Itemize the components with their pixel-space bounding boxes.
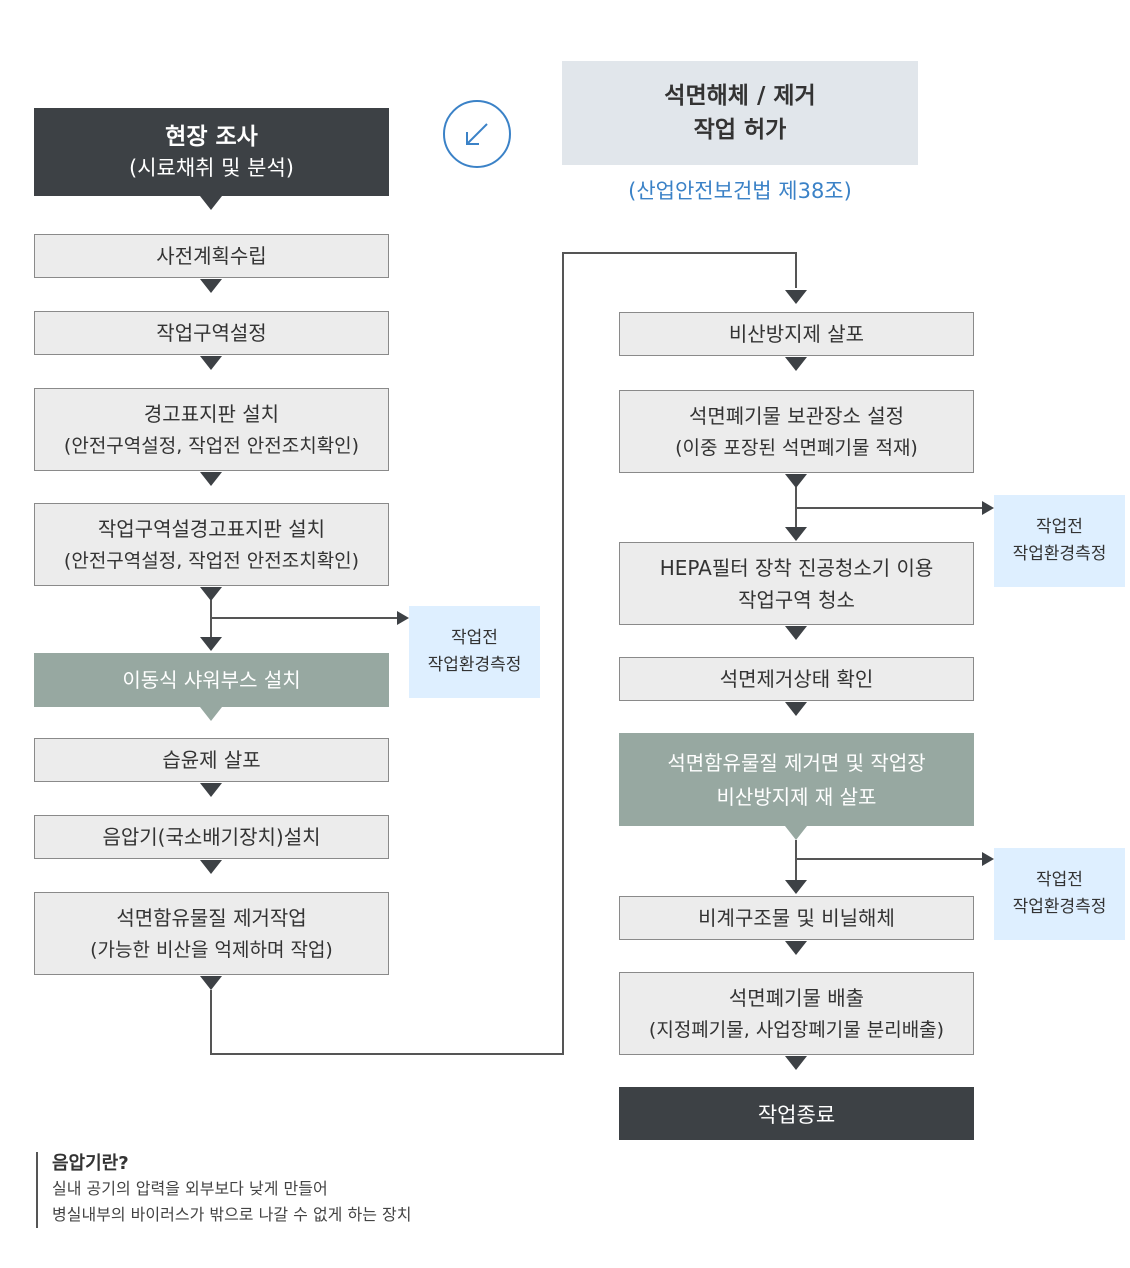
arrow-down-icon	[785, 527, 807, 541]
step-waste-discharge-line1: 석면폐기물 배출	[728, 985, 865, 1010]
step-respray-line1: 석면함유물질 제거면 및 작업장	[667, 750, 926, 775]
step-plan-label: 사전계획수립	[156, 244, 267, 268]
arrow-down-icon	[785, 880, 807, 894]
step-waste-discharge: 석면폐기물 배출 (지정폐기물, 사업장폐기물 분리배출)	[619, 972, 974, 1055]
arrow-down-icon	[785, 290, 807, 304]
legend-line1: 실내 공기의 압력을 외부보다 낮게 만들어	[52, 1179, 328, 1198]
step-zone-label: 작업구역설정	[156, 321, 267, 345]
note-measurement-3-line1: 작업전	[1036, 870, 1083, 890]
step-zone-warning-sign-line1: 작업구역설경고표지판 설치	[97, 516, 326, 541]
connector-line	[210, 1053, 563, 1055]
step-waste-storage-line2: (이중 포장된 석면폐기물 적재)	[675, 436, 918, 459]
arrow-down-icon	[785, 826, 807, 840]
arrow-down-icon	[200, 196, 222, 210]
survey-subtitle: (시료채취 및 분석)	[129, 156, 294, 180]
step-scaffold-removal-label: 비계구조물 및 비닐해체	[698, 906, 895, 930]
arrow-down-icon	[785, 1056, 807, 1070]
arrow-down-icon	[785, 941, 807, 955]
arrow-down-icon	[200, 356, 222, 370]
step-hepa-cleaning-line1: HEPA필터 장착 진공청소기 이용	[659, 555, 934, 580]
step-zone: 작업구역설정	[34, 311, 389, 355]
step-removal-check: 석면제거상태 확인	[619, 657, 974, 701]
step-wetting-agent-label: 습윤제 살포	[162, 748, 261, 772]
note-measurement-2-line1: 작업전	[1036, 517, 1083, 537]
step-waste-storage: 석면폐기물 보관장소 설정 (이중 포장된 석면폐기물 적재)	[619, 390, 974, 473]
arrow-down-icon	[200, 976, 222, 990]
survey-box: 현장 조사 (시료채취 및 분석)	[34, 108, 389, 196]
arrow-down-icon	[200, 587, 222, 601]
branch-line	[211, 617, 397, 619]
legend: 음압기란? 실내 공기의 압력을 외부보다 낮게 만들어 병실내부의 바이러스가…	[36, 1152, 411, 1228]
arrow-down-icon	[200, 783, 222, 797]
connector-line	[562, 252, 796, 254]
step-removal-check-label: 석면제거상태 확인	[719, 667, 874, 691]
step-removal-work: 석면함유물질 제거작업 (가능한 비산을 억제하며 작업)	[34, 892, 389, 975]
step-removal-work-line1: 석면함유물질 제거작업	[116, 905, 307, 930]
arrow-down-icon	[200, 707, 222, 721]
step-scaffold-removal: 비계구조물 및 비닐해체	[619, 896, 974, 940]
note-measurement-1: 작업전 작업환경측정	[409, 606, 540, 698]
arrow-right-icon	[397, 611, 409, 625]
survey-title: 현장 조사	[165, 124, 258, 150]
step-work-end-label: 작업종료	[757, 1102, 836, 1127]
arrow-down-icon	[785, 626, 807, 640]
step-zone-warning-sign-line2: (안전구역설정, 작업전 안전조치확인)	[63, 549, 360, 572]
arrow-down-icon	[200, 472, 222, 486]
step-removal-work-line2: (가능한 비산을 억제하며 작업)	[90, 938, 333, 961]
arrow-down-icon	[200, 637, 222, 651]
step-shower-booth: 이동식 샤워부스 설치	[34, 653, 389, 707]
step-warning-sign-line2: (안전구역설정, 작업전 안전조치확인)	[63, 434, 360, 457]
arrow-down-icon	[785, 357, 807, 371]
step-anti-scatter-label: 비산방지제 살포	[728, 322, 865, 346]
note-measurement-3: 작업전 작업환경측정	[994, 848, 1125, 940]
permit-line1: 석면해체 / 제거	[664, 83, 816, 109]
step-work-end: 작업종료	[619, 1087, 974, 1140]
note-measurement-2: 작업전 작업환경측정	[994, 495, 1125, 587]
step-respray: 석면함유물질 제거면 및 작업장 비산방지제 재 살포	[619, 733, 974, 826]
step-wetting-agent: 습윤제 살포	[34, 738, 389, 782]
legend-line2: 병실내부의 바이러스가 밖으로 나갈 수 없게 하는 장치	[52, 1205, 412, 1224]
arrow-right-icon	[982, 501, 994, 515]
step-waste-discharge-line2: (지정폐기물, 사업장폐기물 분리배출)	[648, 1018, 945, 1041]
step-warning-sign: 경고표지판 설치 (안전구역설정, 작업전 안전조치확인)	[34, 388, 389, 471]
branch-line	[796, 507, 982, 509]
step-waste-storage-line1: 석면폐기물 보관장소 설정	[688, 403, 905, 428]
permit-line2: 작업 허가	[693, 117, 787, 143]
note-measurement-1-line1: 작업전	[451, 628, 498, 648]
permit-box: 석면해체 / 제거 작업 허가	[562, 61, 918, 165]
step-plan: 사전계획수립	[34, 234, 389, 278]
arrow-down-icon	[200, 279, 222, 293]
step-hepa-cleaning-line2: 작업구역 청소	[738, 587, 855, 612]
step-negative-pressure: 음압기(국소배기장치)설치	[34, 815, 389, 859]
arrow-down-icon	[785, 474, 807, 488]
step-shower-booth-label: 이동식 샤워부스 설치	[122, 668, 301, 692]
arrow-down-icon	[785, 702, 807, 716]
step-anti-scatter: 비산방지제 살포	[619, 312, 974, 356]
arrow-down-icon	[200, 860, 222, 874]
connector-line	[210, 990, 212, 1054]
arrow-right-icon	[982, 852, 994, 866]
step-zone-warning-sign: 작업구역설경고표지판 설치 (안전구역설정, 작업전 안전조치확인)	[34, 503, 389, 586]
branch-line	[796, 858, 982, 860]
step-negative-pressure-label: 음압기(국소배기장치)설치	[102, 825, 321, 849]
arrow-down-left-icon	[443, 100, 511, 168]
note-measurement-3-line2: 작업환경측정	[1012, 897, 1107, 917]
connector-line	[795, 252, 797, 288]
note-measurement-1-line2: 작업환경측정	[427, 655, 522, 675]
connector-line	[562, 252, 564, 1055]
note-measurement-2-line2: 작업환경측정	[1012, 544, 1107, 564]
permit-law: (산업안전보건법 제38조)	[628, 179, 852, 203]
legend-title: 음압기란?	[52, 1153, 129, 1174]
connector-line	[795, 840, 797, 880]
step-warning-sign-line1: 경고표지판 설치	[143, 401, 280, 426]
step-hepa-cleaning: HEPA필터 장착 진공청소기 이용 작업구역 청소	[619, 542, 974, 625]
connector-line	[210, 600, 212, 638]
step-respray-line2: 비산방지제 재 살포	[716, 784, 877, 809]
